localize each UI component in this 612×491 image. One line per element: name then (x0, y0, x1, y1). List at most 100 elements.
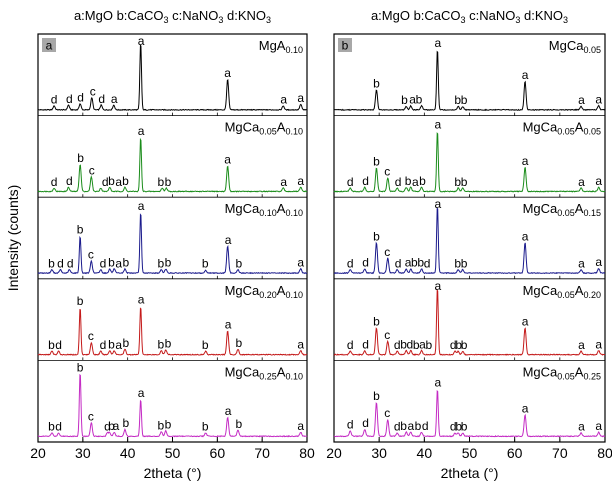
peak-letter: b (157, 337, 164, 351)
peak-letter: b (77, 151, 84, 165)
sample-label-part: A (277, 364, 286, 379)
x-tick-label: 70 (552, 445, 568, 461)
sample-label-part: 0.10 (259, 208, 277, 218)
peak-letter: a (522, 229, 529, 243)
x-tick-label: 60 (210, 445, 226, 461)
peak-letter: b (165, 175, 172, 189)
peak-letter: b (108, 256, 115, 270)
peak-letter: a (224, 153, 231, 167)
sample-label-part: 0.05 (583, 45, 601, 55)
peak-letter: d (395, 256, 402, 270)
x-tick-label: 70 (254, 445, 270, 461)
peak-letter: c (88, 248, 94, 262)
peak-letter: a (297, 174, 304, 188)
xrd-pattern-line (37, 307, 308, 356)
peak-letter: d (66, 92, 73, 106)
peak-letter: d (450, 338, 457, 352)
peak-letter: a (225, 318, 232, 332)
peak-letter: a (138, 34, 145, 48)
peak-letter: b (157, 256, 164, 270)
peak-letter: a (138, 199, 145, 213)
peak-letter: d (347, 256, 354, 270)
peak-letter: a (578, 175, 585, 189)
sample-label-part: 0.20 (259, 290, 277, 300)
x-tick-label: 20 (326, 445, 342, 461)
sample-label: MgCa0.05A0.25 (523, 364, 601, 381)
x-axis-label-a: 2theta (°) (144, 465, 202, 481)
sample-label-part: 0.10 (285, 208, 303, 218)
sample-label-part: 0.05 (557, 371, 575, 381)
peak-letter: a (297, 256, 304, 270)
legend-text-panel-a-part: a:MgO (74, 8, 117, 23)
sample-label-part: MgCa (225, 120, 260, 135)
peak-letter: d (362, 256, 369, 270)
peak-letter: b (461, 93, 468, 107)
peak-letter: b (123, 256, 130, 270)
sample-label-part: 0.05 (583, 127, 601, 137)
peak-letter: a (595, 93, 602, 107)
sample-label-part: 0.20 (583, 290, 601, 300)
peak-letter: b (108, 419, 115, 433)
sample-label-part: 0.25 (583, 371, 601, 381)
panel-label-box (338, 38, 352, 52)
peak-letter: d (347, 418, 354, 432)
peak-letter: b (202, 338, 209, 352)
peak-letter: d (77, 91, 84, 105)
peak-letter: a (113, 419, 120, 433)
peak-letter: b (455, 338, 462, 352)
legend-text-panel-a: a:MgO b:CaCO3 c:NaNO3 d:KNO3 (74, 8, 271, 25)
peak-letter: a (409, 93, 416, 107)
peak-letter: a (435, 197, 442, 211)
xrd-pattern-line (37, 44, 308, 112)
peak-letter: b (165, 256, 172, 270)
peak-letter: d (362, 416, 369, 430)
peak-letter: b (461, 338, 468, 352)
sample-label: MgCa0.05A0.20 (523, 283, 601, 300)
legend-text-panel-a-part: 3 (218, 15, 223, 25)
y-axis-label: Intensity (counts) (5, 185, 21, 292)
x-axis-label-b: 2theta (°) (441, 465, 499, 481)
peak-letter: b (400, 337, 407, 351)
peak-letter: b (165, 337, 172, 351)
peak-letter: a (578, 93, 585, 107)
peak-letter: d (55, 420, 62, 434)
sample-label: MgCa0.05 (549, 38, 601, 55)
peak-letter: b (373, 155, 380, 169)
sample-label-part: 0.05 (557, 208, 575, 218)
peak-letter: a (412, 175, 419, 189)
sample-label-part: MgA (259, 38, 286, 53)
peak-letter: b (400, 419, 407, 433)
peak-letter: c (384, 245, 390, 259)
sample-label-part: A (575, 201, 584, 216)
peak-letter: d (98, 92, 105, 106)
xrd-pattern-line (37, 213, 308, 275)
x-tick-label: 30 (75, 445, 91, 461)
peak-letter: b (157, 175, 164, 189)
peak-letter: a (407, 419, 414, 433)
peak-letter: d (55, 338, 62, 352)
peak-letter: d (102, 175, 109, 189)
peak-letter: d (347, 175, 354, 189)
peak-letter: a (522, 68, 529, 82)
sample-label-part: 0.25 (259, 371, 277, 381)
legend-text-panel-a-part: d:KNO (223, 8, 266, 23)
sample-label-part: MgCa (225, 283, 260, 298)
sample-label: MgCa0.05A0.05 (523, 120, 601, 137)
xrd-pattern-line (333, 50, 606, 112)
peak-letter: b (401, 93, 408, 107)
legend-text-panel-b-part: d:KNO (520, 8, 563, 23)
x-tick-label: 50 (462, 445, 478, 461)
peak-letter: d (347, 338, 354, 352)
sample-label-part: MgCa (549, 38, 584, 53)
peak-letter: a (578, 420, 585, 434)
legend-text-panel-b-part: 3 (563, 15, 568, 25)
peak-letter: b (419, 174, 426, 188)
legend-text-panel-a-part: 3 (164, 15, 169, 25)
sample-label-part: MgCa (225, 201, 260, 216)
peak-letter: a (595, 174, 602, 188)
peak-letter: d (395, 175, 402, 189)
peak-letter: b (108, 174, 115, 188)
peak-letter: b (373, 229, 380, 243)
peak-letter: a (297, 91, 304, 105)
sample-label-part: A (277, 283, 286, 298)
